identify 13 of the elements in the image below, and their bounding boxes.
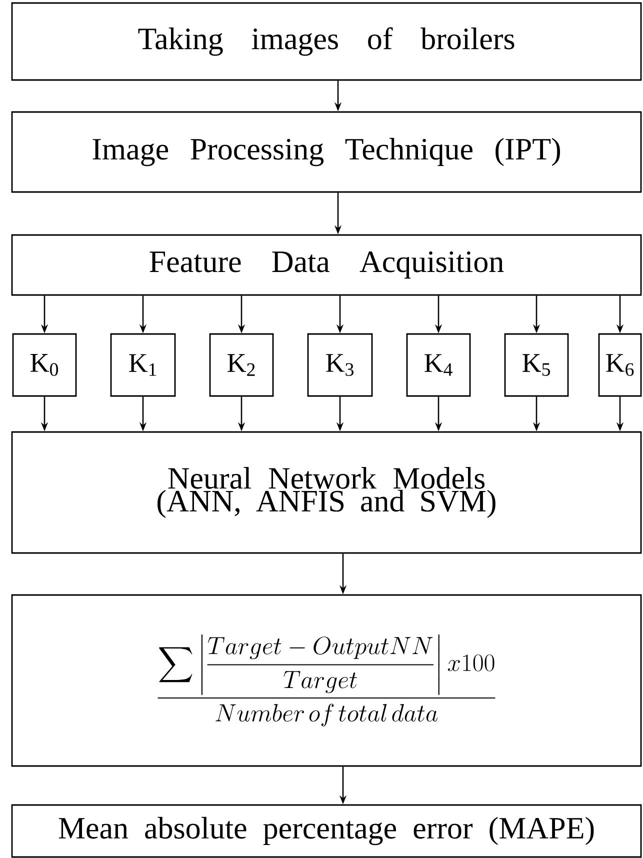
process-box: Feature Data Acquisition [11, 234, 642, 296]
k-box: K$_{6}$ [598, 333, 642, 397]
formula-box: $\dfrac{\displaystyle\sum\left|\dfrac{Target-OutputNN}{Target}\right|x100}{Number\ of\ total\ data}$ [11, 594, 642, 767]
k-box: K$_{0}$ [12, 333, 77, 397]
k-box: K$_{1}$ [110, 333, 176, 397]
k-box: K$_{3}$ [307, 333, 373, 397]
process-box: Mean absolute percentage error (MAPE) [11, 804, 642, 858]
process-box: Image Processing Technique (IPT) [11, 111, 642, 193]
k-box: K$_{5}$ [504, 333, 569, 397]
process-box: Neural Network Models (ANN, ANFIS and SVM) [11, 431, 642, 554]
process-box: Taking images of broilers [11, 2, 642, 81]
k-box: K$_{4}$ [406, 333, 471, 397]
k-box: K$_{2}$ [209, 333, 274, 397]
